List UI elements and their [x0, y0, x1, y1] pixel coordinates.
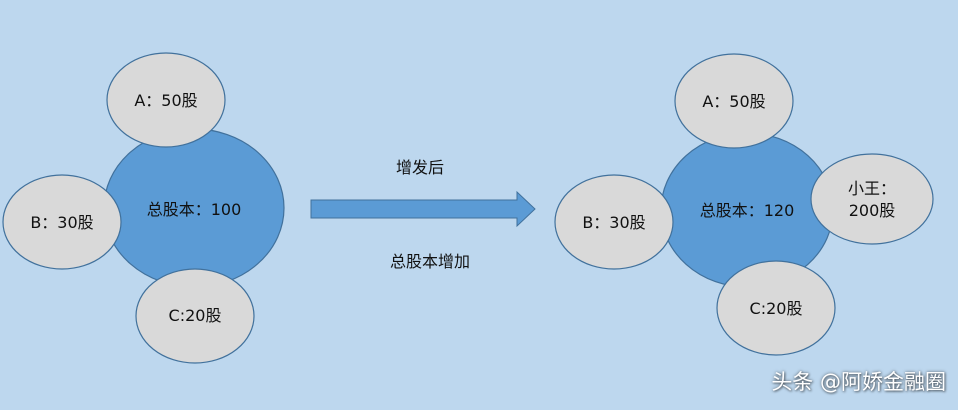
arrow-bottom-label: 总股本增加	[389, 252, 470, 271]
before-holder-b-label: B：30股	[30, 213, 94, 232]
before-total-shares-label: 总股本：100	[146, 200, 242, 219]
before-holder-c-circle	[135, 268, 255, 364]
after-holder-a-circle	[674, 53, 794, 149]
right-arrow-icon	[310, 190, 536, 228]
after-holder-b-circle	[554, 174, 674, 270]
before-holder-c-label: C:20股	[168, 306, 222, 325]
after-holder-b-label: B：30股	[582, 213, 646, 232]
after-new-holder-label-line2: 200股	[848, 201, 896, 220]
after-new-holder-label-line1: 小王：	[847, 179, 896, 198]
after-new-holder-circle	[810, 153, 934, 245]
after-total-shares-label: 总股本：120	[699, 201, 795, 220]
after-holder-a-label: A：50股	[702, 92, 766, 111]
before-holder-a-label: A：50股	[134, 91, 198, 110]
after-holder-c-label: C:20股	[749, 299, 803, 318]
after-holder-c-circle	[716, 260, 836, 356]
arrow-top-label: 增发后	[395, 158, 444, 177]
watermark: 头条 @阿娇金融圈	[771, 370, 946, 394]
before-holder-b-circle	[2, 174, 122, 270]
before-holder-a-circle	[106, 52, 226, 148]
